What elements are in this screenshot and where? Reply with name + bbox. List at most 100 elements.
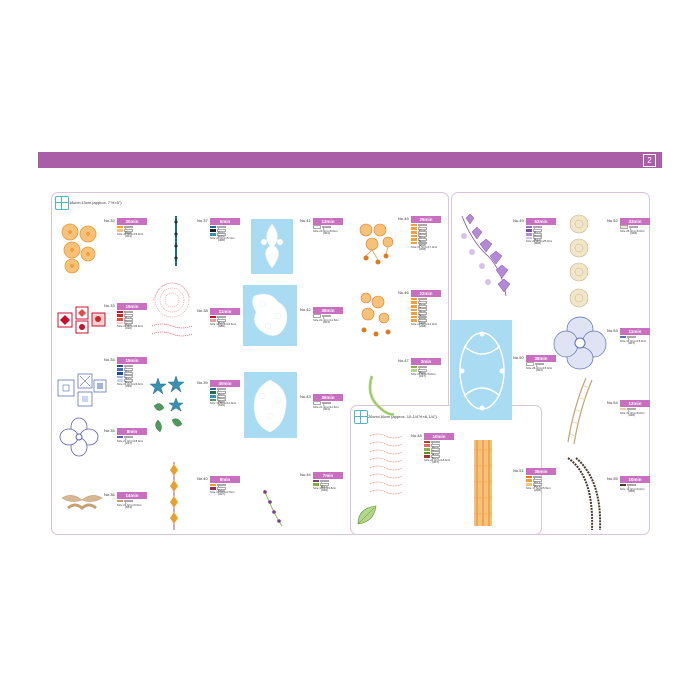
thread-code: 5 (208): [418, 238, 427, 248]
design-card-44[interactable]: No.44 7min 1 (612) 2 (020) Size 3.5cm×3.…: [300, 472, 343, 493]
design-number: No.35: [104, 428, 115, 433]
thread-code: 2 (208): [418, 301, 427, 311]
thread-swatch: [117, 375, 123, 379]
thread-code: 1 (509): [418, 365, 427, 375]
design-number: No.49: [513, 218, 524, 223]
stitch-time-badge: 14min: [117, 492, 147, 499]
design-number: No.39: [197, 380, 208, 385]
design-card-53[interactable]: No.53 11min 1 (007) Size 13.0cm×15.0cm: [607, 328, 650, 345]
thread-swatch: [411, 238, 417, 241]
thread-swatch: [117, 321, 123, 325]
thread-code: 3 (513): [431, 447, 440, 457]
design-card-34[interactable]: No.34 15min 1 (070) 2 (399) 3 (070) 4 (3…: [104, 357, 147, 388]
page-number: 2: [643, 154, 656, 167]
thread-code: 3 (612): [533, 232, 542, 242]
design-card-39[interactable]: No.39 40min 1 (406) 2 (007) 3 (405) 4 (5…: [197, 380, 240, 408]
stitch-time-badge: 11min: [620, 328, 650, 335]
design-card-50[interactable]: No.50 38min 1 (001) Size 26.0cm×15.0cm: [513, 355, 556, 372]
thread-swatch: [526, 475, 532, 479]
design-card-49[interactable]: No.49 52min 1 (612) 2 (012) 3 (612) 4 (8…: [513, 218, 556, 245]
lace-motif-43: [253, 379, 287, 433]
stitch-time-badge: 11min: [210, 308, 240, 315]
thread-swatch: [117, 364, 123, 368]
design-size: Size 21.0cm×18.0cm: [117, 438, 144, 443]
design-card-55[interactable]: No.55 10min 1 (058) Size 13.0cm×9.0cm: [607, 476, 650, 493]
stitch-time-badge: 15min: [117, 357, 147, 364]
stitch-time-badge: 15min: [117, 303, 147, 310]
design-card-46[interactable]: No.46 22min 1 (208) 2 (208) 3 (208) 4 (2…: [398, 290, 441, 328]
design-card-45[interactable]: No.45 25min 1 (208) 2 (208) 3 (208) 4 (2…: [398, 216, 441, 251]
thread-swatch: [117, 317, 123, 321]
design-number: No.47: [398, 358, 409, 363]
thread-swatch: [526, 482, 532, 486]
stitch-time-badge: 22min: [411, 290, 441, 297]
thread-code: 1 (070): [124, 364, 133, 374]
design-card-33[interactable]: No.33 15min 1 (107) 2 (012) 3 (010) 4 (0…: [104, 303, 147, 330]
thread-code: 1 (406): [217, 225, 226, 235]
design-size: Size 3.5cm×3.8cm: [313, 486, 337, 491]
thread-code: 1 (328): [627, 407, 636, 417]
thread-swatch: [117, 229, 123, 232]
page-header-band: 2: [38, 152, 662, 168]
design-number: No.44: [300, 472, 311, 477]
design-size: Size 16.2cm×19.6cm: [210, 322, 237, 327]
design-size: Size 24.0cm×18.0cm: [424, 457, 451, 462]
design-card-37[interactable]: No.37 6min 1 (406) 2 (019) 3 (405) Size …: [197, 218, 240, 242]
design-size: Size 21.4cm×11.5cm: [313, 317, 339, 322]
design-card-32[interactable]: No.32 30min 1 (208) 2 (301) Size 24.5cm×…: [104, 218, 147, 238]
design-card-54[interactable]: No.54 12min 1 (328) Size 22.0cm×8.0cm: [607, 400, 650, 417]
lace-oval-50: [459, 331, 505, 411]
design-number: No.55: [607, 476, 618, 481]
thread-swatch: [411, 308, 417, 312]
design-number: No.52: [607, 218, 618, 223]
thread-swatch: [313, 224, 321, 230]
thread-code: 1 (612): [320, 479, 329, 489]
thread-swatch: [424, 440, 430, 444]
design-number: No.38: [197, 308, 208, 313]
stitch-time-badge: 30min: [117, 218, 147, 225]
thread-code: 1 (307): [431, 440, 440, 450]
thread-code: 4 (515): [217, 398, 226, 408]
wave-motif-48: [369, 433, 403, 495]
design-card-36[interactable]: No.36 14min 1 (843) Size 24.5cm×9.0cm: [104, 492, 147, 509]
design-card-41[interactable]: No.41 13min 1 (001) Size 23.0cm×8.0cm: [300, 218, 343, 235]
thread-swatch: [117, 371, 123, 375]
thread-swatch: [117, 499, 123, 503]
design-card-42[interactable]: No.42 36min 1 (001) Size 21.4cm×11.5cm: [300, 307, 343, 324]
design-card-52[interactable]: No.52 33min 1 (328) Size 25.0cm×8.0cm: [607, 218, 650, 235]
hoop-label-large: 26cm×16cm (approx. 10-1/4"H×6-1/4"): [368, 414, 437, 419]
design-number: No.54: [607, 400, 618, 405]
thread-swatch: [526, 232, 532, 236]
flower-cluster-45: [359, 223, 394, 265]
design-card-40[interactable]: No.40 8min 1 (206) 2 (307) Size 21.0cm×2…: [197, 476, 240, 496]
design-size: Size 22.0cm×8.0cm: [620, 410, 645, 415]
design-card-35[interactable]: No.35 8min 1 (227) Size 21.0cm×18.0cm: [104, 428, 147, 445]
design-size: Size 24.5cm×9.0cm: [117, 502, 142, 507]
thread-code: 6 (208): [418, 315, 427, 325]
design-card-47[interactable]: No.47 3min 1 (509) 2 (027) Size 23.0cm×8…: [398, 358, 441, 378]
design-card-38[interactable]: No.38 11min 1 (107) 2 (085) Size 16.2cm×…: [197, 308, 240, 328]
stitch-time-badge: 8min: [117, 428, 147, 435]
flower-outline-53: [553, 316, 607, 370]
thread-code: 3 (208): [533, 482, 542, 492]
lace-motif-41: [260, 223, 284, 269]
thread-code: 3 (208): [418, 304, 427, 314]
stitch-time-badge: 25min: [411, 216, 441, 223]
thread-swatch: [411, 234, 417, 238]
design-card-48[interactable]: No.48 10min 1 (307) 2 (010) 3 (513) 4 (8…: [411, 433, 454, 464]
design-card-51[interactable]: No.51 35min 1 (214) 2 (323) 3 (208) Size…: [513, 468, 556, 492]
thread-code: 1 (208): [418, 297, 427, 307]
thread-code: 1 (328): [629, 225, 638, 235]
bead-strand-37: [174, 216, 178, 266]
design-size: Size 26.0cm×15.0cm: [526, 365, 553, 370]
thread-code: 1 (843): [124, 499, 133, 509]
design-size: Size 21.0cm×24.0cm: [117, 381, 144, 386]
thread-swatch: [411, 304, 417, 308]
design-number: No.34: [104, 357, 115, 362]
design-number: No.42: [300, 307, 311, 312]
thread-code: 2 (019): [217, 229, 226, 239]
stitch-time-badge: 52min: [526, 218, 556, 225]
thread-code: 2 (020): [320, 483, 329, 493]
design-card-43[interactable]: No.43 36min 1 (001) Size 21.4cm×11.5cm: [300, 394, 343, 411]
design-number: No.45: [398, 216, 409, 221]
